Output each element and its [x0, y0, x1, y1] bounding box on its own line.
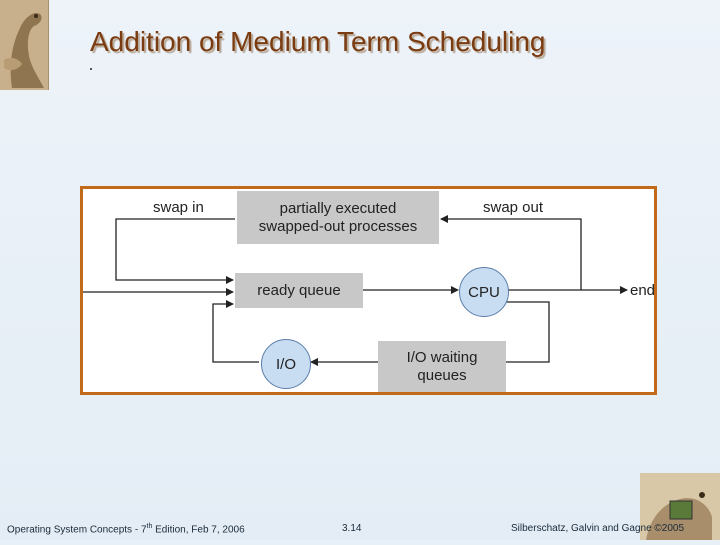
- io-waiting-queues-box: I/O waiting queues: [378, 341, 506, 392]
- io-label: I/O: [275, 355, 296, 373]
- footer-book-sup: th: [146, 523, 153, 530]
- ready-queue-label: ready queue: [257, 281, 341, 299]
- footer-book-suffix: Edition, Feb 7, 2006: [152, 524, 245, 536]
- io-waiting-line-2: queues: [417, 366, 467, 384]
- title-bullet-dot: [90, 68, 92, 70]
- swap-in-label: swap in: [153, 199, 204, 216]
- dinosaur-logo-bottom: [640, 473, 720, 540]
- io-node: I/O: [261, 339, 311, 389]
- swapped-out-processes-box: partially executed swapped-out processes: [237, 191, 439, 244]
- scheduling-diagram: swap in swap out partially executed swap…: [80, 186, 657, 395]
- swap-out-label: swap out: [483, 199, 544, 216]
- partial-box-line-2: swapped-out processes: [258, 217, 418, 235]
- dinosaur-logo-top: [0, 0, 49, 90]
- footer-book-title: Operating System Concepts - 7th Edition,…: [7, 523, 245, 535]
- end-label: end: [630, 282, 656, 299]
- footer-book-prefix: Operating System Concepts - 7: [7, 524, 147, 536]
- ready-queue-box: ready queue: [235, 273, 363, 308]
- slide-title: Addition of Medium Term Scheduling: [90, 26, 546, 57]
- cpu-label: CPU: [468, 283, 500, 301]
- partial-box-line-1: partially executed: [279, 199, 397, 217]
- footer-page-number: 3.14: [342, 523, 362, 534]
- swap-out-line: [440, 215, 582, 290]
- cpu-node: CPU: [459, 267, 509, 317]
- io-waiting-line-1: I/O waiting: [406, 348, 478, 366]
- swap-in-line: [115, 218, 235, 284]
- footer-copyright: Silberschatz, Galvin and Gagne ©2005: [511, 523, 685, 534]
- io-to-ready-line: [212, 300, 259, 363]
